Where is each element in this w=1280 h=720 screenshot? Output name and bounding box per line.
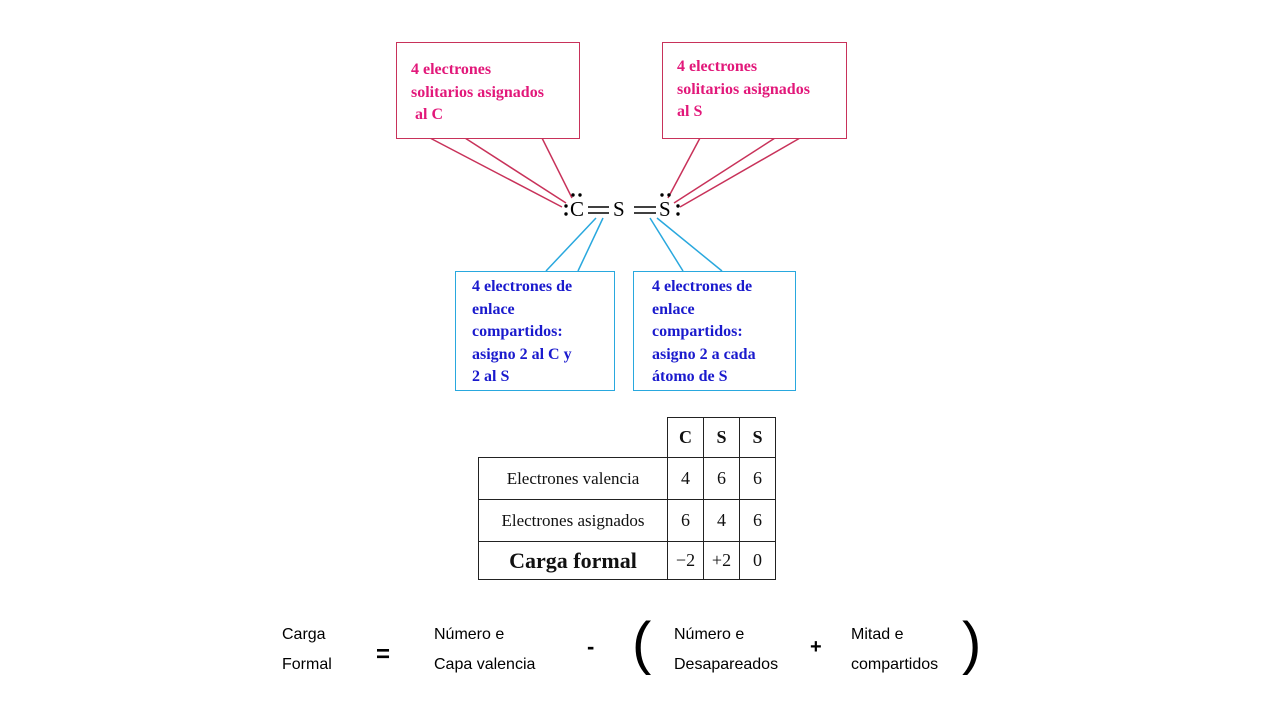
atom-s-center: S bbox=[613, 197, 625, 221]
callout-line: compartidos: bbox=[652, 323, 743, 340]
formula-lhs-line1: Carga bbox=[282, 626, 326, 643]
table-header-cell: S bbox=[739, 417, 776, 458]
formula-plus: + bbox=[810, 636, 822, 658]
callout-line: 4 electrones de bbox=[472, 278, 573, 295]
callout-line: al C bbox=[411, 106, 443, 123]
table-cell: 6 bbox=[667, 499, 704, 542]
formula-term2-line1: Número e bbox=[674, 626, 745, 643]
callout-bond-c-s: 4 electrones de enlace compartidos: asig… bbox=[455, 271, 615, 391]
callout-line: enlace bbox=[472, 300, 515, 318]
table-cell: 6 bbox=[739, 457, 776, 500]
formula-open-paren: ( bbox=[632, 611, 652, 676]
atom-c: C bbox=[570, 197, 585, 221]
formula-term3-line1: Mitad e bbox=[851, 626, 904, 643]
table-cell: −2 bbox=[667, 541, 704, 580]
formula-term3-line2: compartidos bbox=[851, 656, 939, 673]
callout-line: solitarios asignados bbox=[411, 83, 544, 101]
callout-line: asigno 2 al C y bbox=[472, 345, 572, 363]
table-header-cell: C bbox=[667, 417, 704, 458]
table-cell: 0 bbox=[739, 541, 776, 580]
formula-close-paren: ) bbox=[962, 611, 982, 676]
formula-minus: - bbox=[587, 634, 595, 659]
callout-line: asigno 2 a cada bbox=[652, 345, 756, 363]
callout-line: 4 electrones bbox=[677, 58, 758, 75]
callout-line: 2 al S bbox=[472, 368, 510, 385]
callout-line: 4 electrones de bbox=[652, 278, 753, 295]
callout-line: solitarios asignados bbox=[677, 80, 810, 98]
callout-line: 4 electrones bbox=[411, 61, 492, 78]
formula-equals: = bbox=[376, 641, 391, 668]
table-header-cell: S bbox=[703, 417, 740, 458]
table-cell: 6 bbox=[739, 499, 776, 542]
table-row-label: Electrones valencia bbox=[478, 457, 668, 500]
formal-charge-table: C S S Electrones valencia 4 6 6 Electron… bbox=[478, 417, 776, 580]
callout-lone-pairs-c: 4 electrones solitarios asignados al C bbox=[396, 42, 580, 139]
atom-s-right: S bbox=[659, 197, 671, 221]
callout-line: al S bbox=[677, 103, 703, 120]
table-cell: 4 bbox=[667, 457, 704, 500]
table-corner bbox=[478, 417, 668, 458]
table-cell: 6 bbox=[703, 457, 740, 500]
formula-lhs-line2: Formal bbox=[282, 656, 332, 673]
formula-term2-line2: Desapareados bbox=[674, 656, 779, 673]
table-row-label: Electrones asignados bbox=[478, 499, 668, 542]
callout-line: enlace bbox=[652, 300, 695, 318]
table-cell: +2 bbox=[703, 541, 740, 580]
table-row: Carga formal −2 +2 0 bbox=[478, 541, 776, 580]
table-row: Electrones asignados 6 4 6 bbox=[478, 499, 776, 542]
table-row-label: Carga formal bbox=[478, 541, 668, 580]
formula-term1-line2: Capa valencia bbox=[434, 656, 536, 673]
callout-line: átomo de S bbox=[652, 368, 728, 385]
table-cell: 4 bbox=[703, 499, 740, 542]
table-row: Electrones valencia 4 6 6 bbox=[478, 457, 776, 500]
callout-bond-s-s: 4 electrones de enlace compartidos: asig… bbox=[633, 271, 796, 391]
callout-line: compartidos: bbox=[472, 323, 563, 340]
formula-term1-line1: Número e bbox=[434, 626, 505, 643]
callout-lone-pairs-s: 4 electrones solitarios asignados al S bbox=[662, 42, 847, 139]
table-header-row: C S S bbox=[478, 417, 776, 458]
